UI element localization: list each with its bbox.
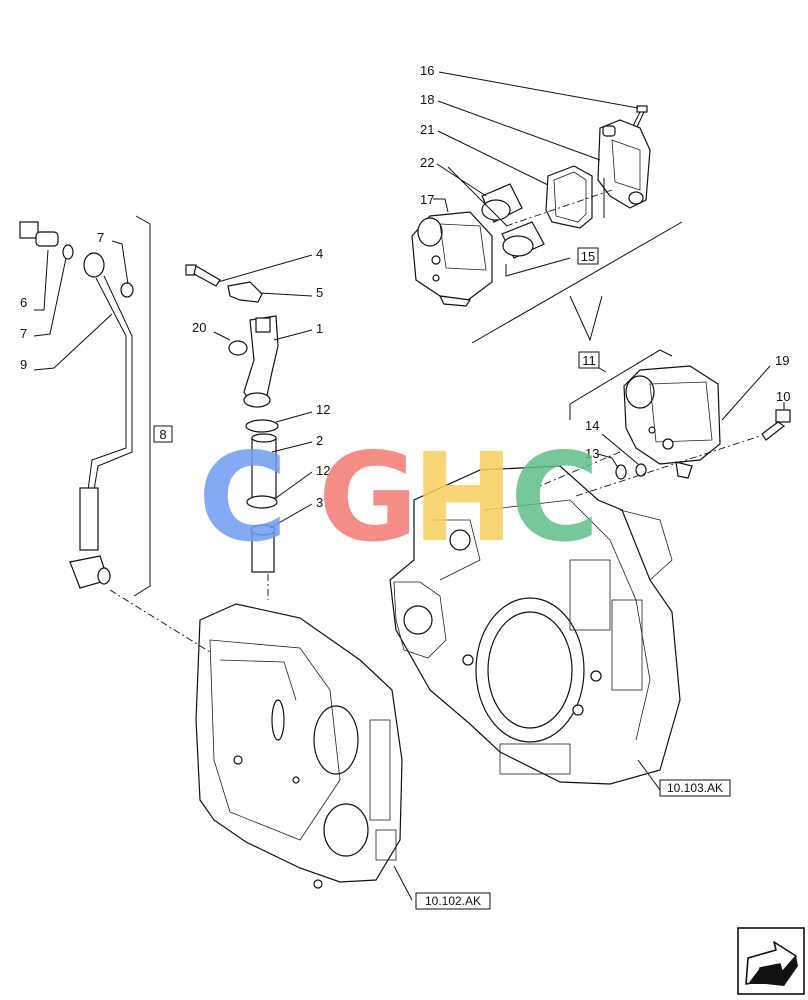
flywheel-housing: [389, 465, 681, 785]
part-18-cover: [597, 119, 651, 209]
navigation-arrow-button[interactable]: [737, 927, 805, 995]
callout-4: 4: [316, 246, 323, 261]
callout-12-upper: 12: [316, 402, 330, 417]
callout-16: 16: [420, 63, 434, 78]
callout-19: 19: [775, 353, 789, 368]
callout-20: 20: [192, 320, 206, 335]
callout-6: 6: [20, 295, 27, 310]
callout-5: 5: [316, 285, 323, 300]
part-7-washer-a: [62, 244, 74, 260]
callout-7-lower: 7: [20, 326, 27, 341]
part-20-oring: [228, 340, 248, 356]
part-10-bolt: [761, 402, 791, 441]
watermark-letter-c1: C: [198, 427, 288, 569]
callout-8: 8: [159, 427, 166, 442]
callout-17: 17: [420, 192, 434, 207]
reference-10-103-ak: 10.103.AK: [667, 781, 723, 795]
callout-3: 3: [316, 495, 323, 510]
part-1-elbow: [243, 315, 279, 408]
callout-2: 2: [316, 433, 323, 448]
part-14-ring: [635, 463, 647, 477]
callout-18: 18: [420, 92, 434, 107]
part-3-tube: [250, 524, 276, 573]
callout-10: 10: [776, 389, 790, 404]
callout-12-lower: 12: [316, 463, 330, 478]
reference-10-102-ak: 10.102.AK: [425, 894, 481, 908]
part-21-gasket: [545, 165, 593, 229]
arrow-pointer-icon: [745, 941, 798, 986]
callout-7-upper: 7: [97, 230, 104, 245]
part-12-clamp-lower: [246, 495, 278, 509]
watermark-letter-h: H: [412, 427, 514, 569]
callout-13: 13: [585, 446, 599, 461]
callout-9: 9: [20, 357, 27, 372]
part-16-bolt: [632, 105, 648, 128]
part-5-clamp: [227, 281, 263, 303]
watermark-logo: C G H C: [198, 427, 600, 569]
timing-gear-housing: [195, 603, 403, 889]
part-9-oil-pipe: [69, 252, 133, 589]
part-4-bolt: [185, 264, 221, 287]
callout-15: 15: [581, 249, 595, 264]
breather-top-assembly: 15: [411, 71, 651, 307]
callouts: 16 18 21 22 17 19 10 14 13 4 5 20 1 12 2…: [20, 63, 790, 510]
callout-14: 14: [585, 418, 599, 433]
part-12-clamp-upper: [245, 419, 279, 433]
part-6-banjo-bolt: [19, 221, 59, 247]
part-22-sleeves: [481, 183, 545, 259]
watermark-letter-g: G: [318, 427, 418, 569]
part-13-ring: [615, 464, 627, 480]
callout-11: 11: [582, 353, 596, 368]
callout-22: 22: [420, 155, 434, 170]
part-7-washer-b: [120, 282, 134, 298]
part-19-breather: [623, 365, 771, 479]
part-17-housing: [411, 211, 493, 307]
callout-1: 1: [316, 321, 323, 336]
watermark-letter-c2: C: [510, 427, 600, 569]
callout-21: 21: [420, 122, 434, 137]
